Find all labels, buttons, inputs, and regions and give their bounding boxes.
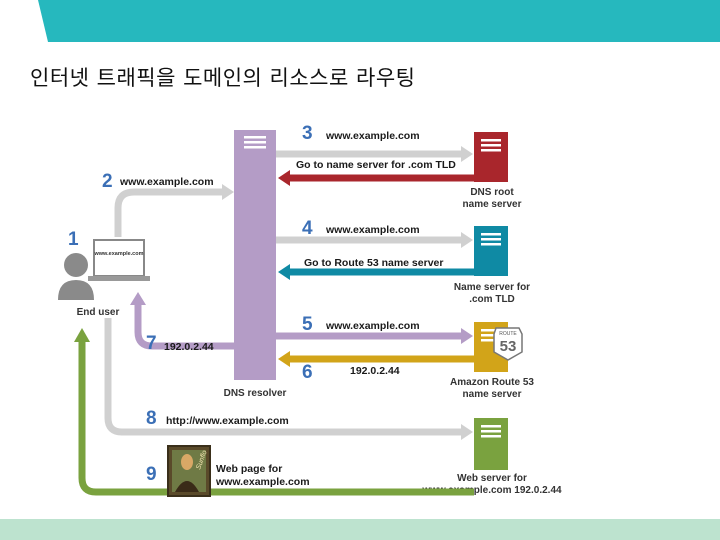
step-3-number: 3 [302, 123, 313, 144]
step-7-arrowhead [130, 292, 146, 305]
laptop-screen-text: www.example.com [93, 251, 143, 257]
step-3-response-label: Go to name server for .com TLD [296, 159, 456, 171]
step-9-label-2: www.example.com [215, 476, 310, 488]
step-9-arrow [78, 340, 474, 496]
step-4-response-arrowhead [278, 264, 290, 280]
bottom-accent-bar [0, 519, 720, 540]
step-9-label-1: Web page for [216, 463, 282, 475]
tld-label-2: .com TLD [469, 294, 515, 305]
step-9-number: 9 [146, 464, 157, 485]
step-7-arrow [134, 304, 234, 350]
step-2-number: 2 [102, 171, 113, 192]
step-6-arrowhead [278, 351, 290, 367]
web-server-label-1: Web server for [457, 473, 527, 484]
step-7-label: 192.0.2.44 [164, 341, 214, 353]
dns-resolver [234, 130, 276, 380]
route53-label-1: Amazon Route 53 [450, 377, 534, 388]
step-2-label: www.example.com [119, 176, 214, 188]
end-user-label: End user [77, 307, 120, 318]
top-accent-bar [0, 0, 720, 42]
step-4-arrowhead [461, 232, 473, 248]
step-3-response-arrowhead [278, 170, 290, 186]
route53-badge-icon: ROUTE 53 [493, 327, 523, 361]
step-9-arrowhead [74, 328, 90, 342]
tld-server-icon [474, 226, 508, 276]
web-server-label-2: www.example.com 192.0.2.44 [421, 485, 562, 496]
step-6-number: 6 [302, 362, 313, 383]
end-user-icon [58, 253, 94, 300]
tld-label-1: Name server for [454, 282, 530, 293]
step-8-number: 8 [146, 408, 157, 429]
step-3-arrowhead [461, 146, 473, 162]
route53-badge-top: ROUTE [499, 331, 517, 337]
route53-label-2: name server [463, 389, 522, 400]
dns-root-label-1: DNS root [470, 187, 514, 198]
step-4-response-label: Go to Route 53 name server [304, 257, 443, 269]
step-4-number: 4 [302, 218, 313, 239]
step-6-label: 192.0.2.44 [350, 365, 400, 377]
step-8-label: http://www.example.com [166, 415, 289, 427]
step-5-number: 5 [302, 314, 313, 335]
route53-badge-number: 53 [500, 338, 517, 355]
step-7-number: 7 [146, 333, 157, 354]
step-2-arrowhead [222, 184, 234, 200]
step-4-label: www.example.com [325, 224, 420, 236]
web-page-painting-icon: Sunflo [167, 445, 211, 497]
dns-resolver-label: DNS resolver [224, 388, 287, 399]
laptop-icon: www.example.com [88, 239, 150, 281]
dns-root-label-2: name server [463, 199, 522, 210]
dns-root-server-icon [474, 132, 508, 182]
step-8-arrowhead [461, 424, 473, 440]
web-server-icon [474, 418, 508, 470]
step-3-label: www.example.com [325, 130, 420, 142]
step-5-label: www.example.com [325, 320, 420, 332]
slide-title: 인터넷 트래픽을 도메인의 리소스로 라우팅 [30, 66, 416, 90]
step-1-number: 1 [68, 229, 79, 250]
step-8-arrow [104, 318, 462, 436]
step-2-arrow [114, 188, 222, 237]
step-5-arrowhead [461, 328, 473, 344]
